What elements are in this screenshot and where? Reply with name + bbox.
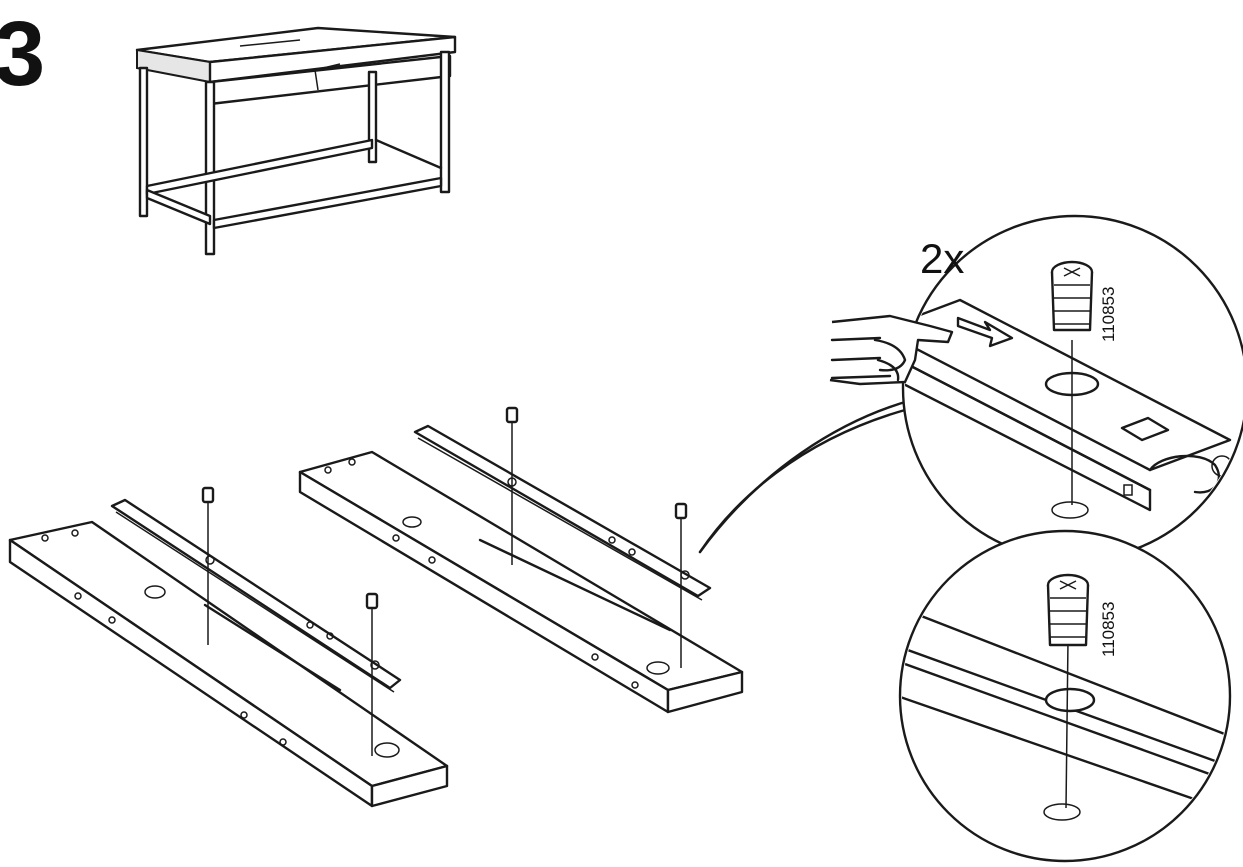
push-arrow [956, 316, 1014, 348]
quantity-label: 2x [920, 235, 965, 282]
detail-circle-bottom [898, 529, 1232, 863]
cam-dowel-110853 [1050, 260, 1094, 332]
right-rail [413, 424, 712, 598]
square-hole [1120, 416, 1170, 442]
part-number-label: 110853 [1099, 601, 1118, 657]
cam-dowel-110853 [1046, 573, 1090, 647]
callout-pointer [698, 408, 907, 554]
screw [365, 592, 379, 610]
desk-overview [135, 26, 457, 256]
hand-icon [829, 314, 954, 386]
left-board-edge [8, 538, 374, 808]
screw [674, 502, 688, 520]
screw [505, 406, 519, 424]
desk-leg [204, 80, 216, 256]
slot-hole [1044, 687, 1096, 713]
right-board-edge [298, 470, 670, 714]
desk-leg [439, 50, 451, 194]
left-rail [110, 498, 402, 690]
step-number: 3 [0, 3, 46, 105]
screw [201, 486, 215, 504]
left-board-top [8, 520, 449, 788]
desk-leg [367, 70, 378, 164]
left-board-assembly [8, 486, 449, 808]
part-number-label: 110853 [1099, 286, 1118, 342]
detail-circle-top [901, 214, 1243, 562]
right-board-assembly [298, 406, 744, 714]
desk-leg [138, 66, 149, 218]
